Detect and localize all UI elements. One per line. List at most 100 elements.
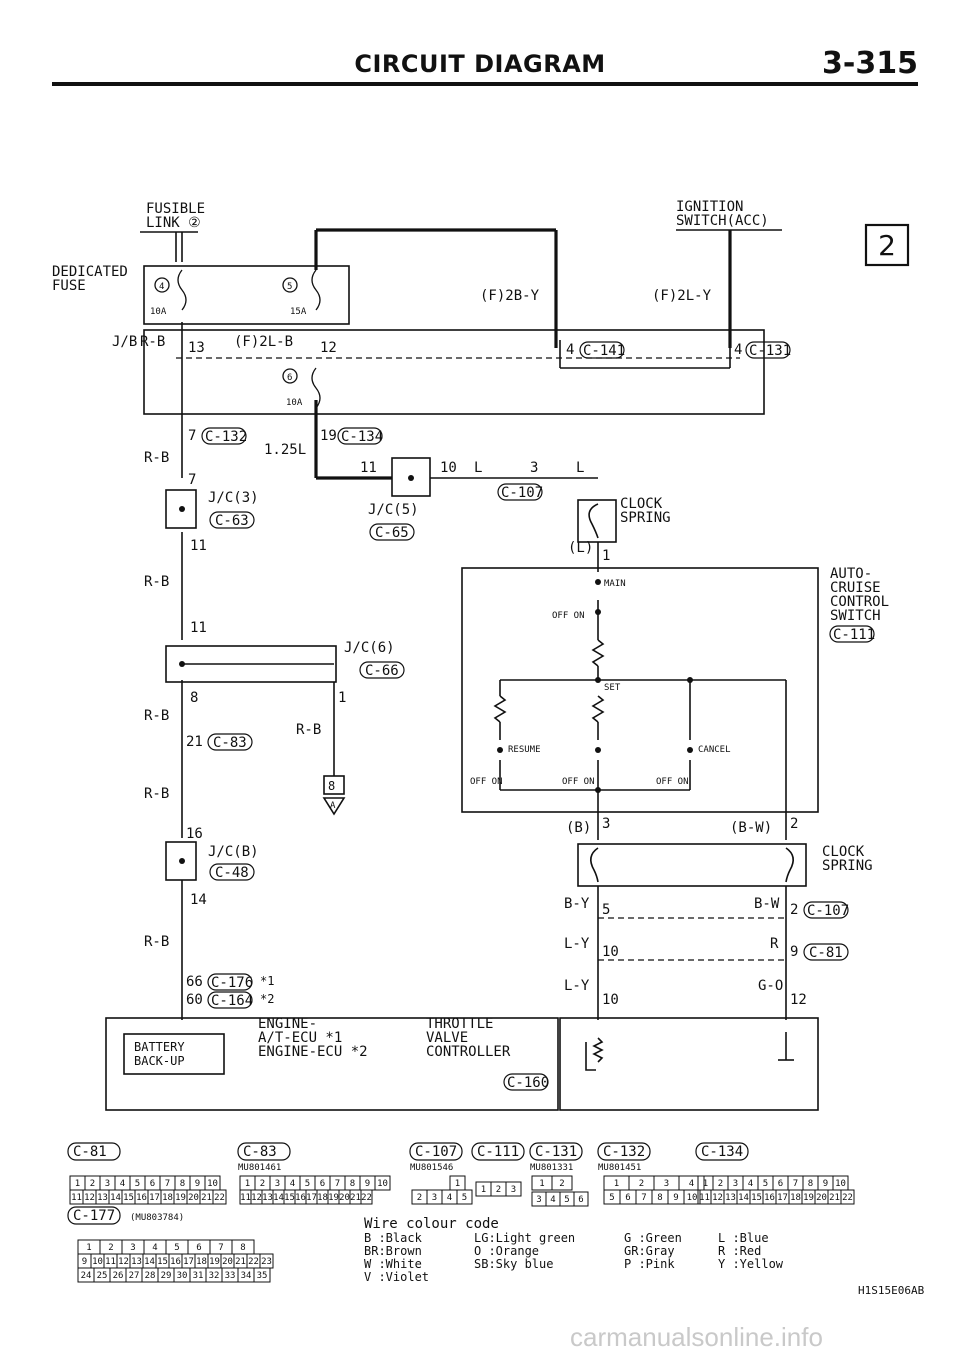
connector-refs: C-141 C-131 C-132 C-134 C-107 C-63 C-65 … xyxy=(201,341,875,1091)
clock-spring-top xyxy=(577,499,617,543)
pin-cell: 35 xyxy=(257,1271,268,1281)
pin-cell: 19 xyxy=(803,1193,814,1203)
pin-cell: 16 xyxy=(136,1193,147,1203)
connector-part-number: MU801451 xyxy=(598,1163,641,1173)
fuse5-number: 5 xyxy=(287,282,292,292)
fuse4-number: 4 xyxy=(159,282,164,292)
page-number: 3-315 xyxy=(822,46,918,81)
switch-set-offon: OFF ON xyxy=(562,777,595,787)
pin-12b: 12 xyxy=(790,992,807,1008)
wire-rb-3: R-B xyxy=(144,574,169,590)
switch-labels: MAIN OFF ON SET RESUME CANCEL OFF ON OFF… xyxy=(260,579,731,1006)
pin-cell: 10 xyxy=(207,1179,218,1189)
pin-cell: 12 xyxy=(118,1257,129,1267)
pin-cell: 15 xyxy=(157,1257,168,1267)
wire-ly-1: L-Y xyxy=(564,936,590,952)
pin-cell: 7 xyxy=(335,1179,340,1189)
star-1: *1 xyxy=(260,974,274,988)
wire-colour-entry: O :Orange xyxy=(474,1244,539,1258)
pin-cell: 2 xyxy=(496,1185,501,1195)
pin-cell: 2 xyxy=(718,1179,723,1189)
connector-view-label: C-111 xyxy=(477,1144,519,1160)
pin-cell: 12 xyxy=(712,1193,723,1203)
pin-13: 13 xyxy=(188,340,205,356)
labels: FUSIBLE LINK ② IGNITION SWITCH(ACC) DEDI… xyxy=(52,199,889,1068)
jb-box xyxy=(143,329,765,415)
pin-cell: 17 xyxy=(777,1193,788,1203)
wire-colour-entry: SB:Sky blue xyxy=(474,1257,553,1271)
pin-cell: 8 xyxy=(657,1193,662,1203)
pin-cell: 20 xyxy=(339,1193,350,1203)
pin-cell: 3 xyxy=(105,1179,110,1189)
wire-colour-entry: Y :Yellow xyxy=(718,1257,784,1271)
pin-cell: 10 xyxy=(687,1193,698,1203)
wire-colour-entry: W :White xyxy=(364,1257,422,1271)
pin-cell: 20 xyxy=(188,1193,199,1203)
pin-cell: 2 xyxy=(417,1193,422,1203)
junction-dots xyxy=(179,475,693,864)
pin-cell: 2 xyxy=(260,1179,265,1189)
pin-cell: 10 xyxy=(835,1179,846,1189)
pin-cell: 21 xyxy=(201,1193,212,1203)
engine-label-1: ENGINE- xyxy=(258,1016,317,1032)
pin-cell: 19 xyxy=(328,1193,339,1203)
pin-cell: 30 xyxy=(177,1271,188,1281)
clock-spring-label: CLOCK xyxy=(620,496,663,512)
ref-triangle-a xyxy=(322,797,346,816)
pin-cell: 5 xyxy=(609,1193,614,1203)
wire-r: R xyxy=(770,936,779,952)
connector-c107b: C-107 xyxy=(807,903,849,919)
wire-l-paren: (L) xyxy=(568,540,593,556)
connector-c164: C-164 xyxy=(211,993,253,1009)
pin-cell: 6 xyxy=(578,1195,583,1205)
pin-cell: 6 xyxy=(778,1179,783,1189)
jc3-label: J/C(3) xyxy=(208,490,259,506)
wire-l-1: L xyxy=(474,460,482,476)
pin-cell: 6 xyxy=(625,1193,630,1203)
pin-cell: 23 xyxy=(261,1257,272,1267)
pin-cell: 26 xyxy=(113,1271,124,1281)
pin-cell: 9 xyxy=(673,1193,678,1203)
connector-part-number: (MU803784) xyxy=(130,1213,184,1223)
pin-8: 8 xyxy=(190,690,198,706)
wire-rb-6: R-B xyxy=(144,786,169,802)
ignition-switch-label-2: SWITCH(ACC) xyxy=(676,213,769,229)
pin-cell: 32 xyxy=(209,1271,220,1281)
wire-colour-entry: L :Blue xyxy=(718,1231,769,1245)
pin-cell: 16 xyxy=(295,1193,306,1203)
connector-c63: C-63 xyxy=(215,513,249,529)
pin-12: 12 xyxy=(320,340,337,356)
pin-10b: 10 xyxy=(602,944,619,960)
connector-part-number: MU801331 xyxy=(530,1163,573,1173)
connector-view-label: C-132 xyxy=(603,1144,645,1160)
engine-label-2: A/T-ECU *1 xyxy=(258,1030,342,1046)
page-title: CIRCUIT DIAGRAM xyxy=(354,50,606,78)
pin-2: 2 xyxy=(790,816,798,832)
jc6-label: J/C(6) xyxy=(344,640,395,656)
pin-cell: 21 xyxy=(829,1193,840,1203)
pin-cell: 4 xyxy=(550,1195,555,1205)
connector-c141: C-141 xyxy=(583,343,625,359)
wire-f2by: (F)2B-Y xyxy=(480,288,540,304)
resistor-set xyxy=(591,695,605,723)
ignition-switch-label: IGNITION xyxy=(676,199,743,215)
pin-cell: 22 xyxy=(361,1193,372,1203)
pin-10c: 10 xyxy=(602,992,619,1008)
pin-cell: 12 xyxy=(251,1193,262,1203)
pin-cell: 1 xyxy=(481,1185,486,1195)
pin-cell: 3 xyxy=(275,1179,280,1189)
jcb-label: J/C(B) xyxy=(208,844,259,860)
pin-cell: 4 xyxy=(120,1179,125,1189)
wire-125l: 1.25L xyxy=(264,442,306,458)
pin-cell: 11 xyxy=(71,1193,82,1203)
pin-cell: 1 xyxy=(703,1179,708,1189)
pin-cell: 2 xyxy=(639,1179,644,1189)
fusible-link-label-2: LINK ② xyxy=(146,215,201,231)
pin-cell: 25 xyxy=(97,1271,108,1281)
pin-cell: 8 xyxy=(180,1179,185,1189)
pin-60: 60 xyxy=(186,992,203,1008)
pin-cell: 33 xyxy=(225,1271,236,1281)
pin-cell: 5 xyxy=(763,1179,768,1189)
